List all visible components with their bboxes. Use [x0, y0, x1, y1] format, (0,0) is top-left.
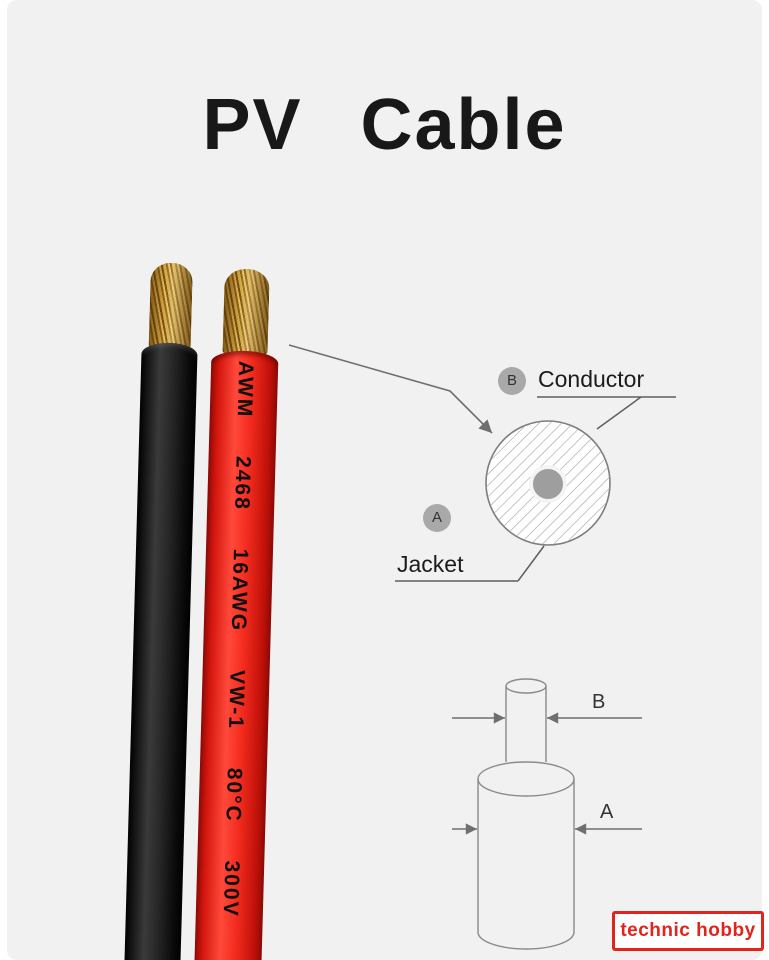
- brand-watermark: technic hobby: [612, 911, 764, 951]
- conductor-label: Conductor: [538, 366, 645, 392]
- red-cable-jacket: AWM 2468 16AWG VW-1 80°C 300V: [192, 350, 279, 960]
- black-cable-copper-strands: [148, 262, 193, 350]
- cable-pair: AWM 2468 16AWG VW-1 80°C 300V: [118, 262, 290, 960]
- cable-print-text: AWM 2468 16AWG VW-1 80°C 300V: [218, 360, 258, 918]
- red-cable-copper-strands: [222, 268, 270, 356]
- dimension-a-label: A: [600, 801, 614, 823]
- page-title: PV Cable: [202, 85, 567, 165]
- jacket-label: Jacket: [397, 551, 464, 577]
- jacket-badge: A: [423, 504, 451, 532]
- conductor-badge: B: [498, 367, 526, 395]
- dimension-b-label: B: [592, 691, 606, 713]
